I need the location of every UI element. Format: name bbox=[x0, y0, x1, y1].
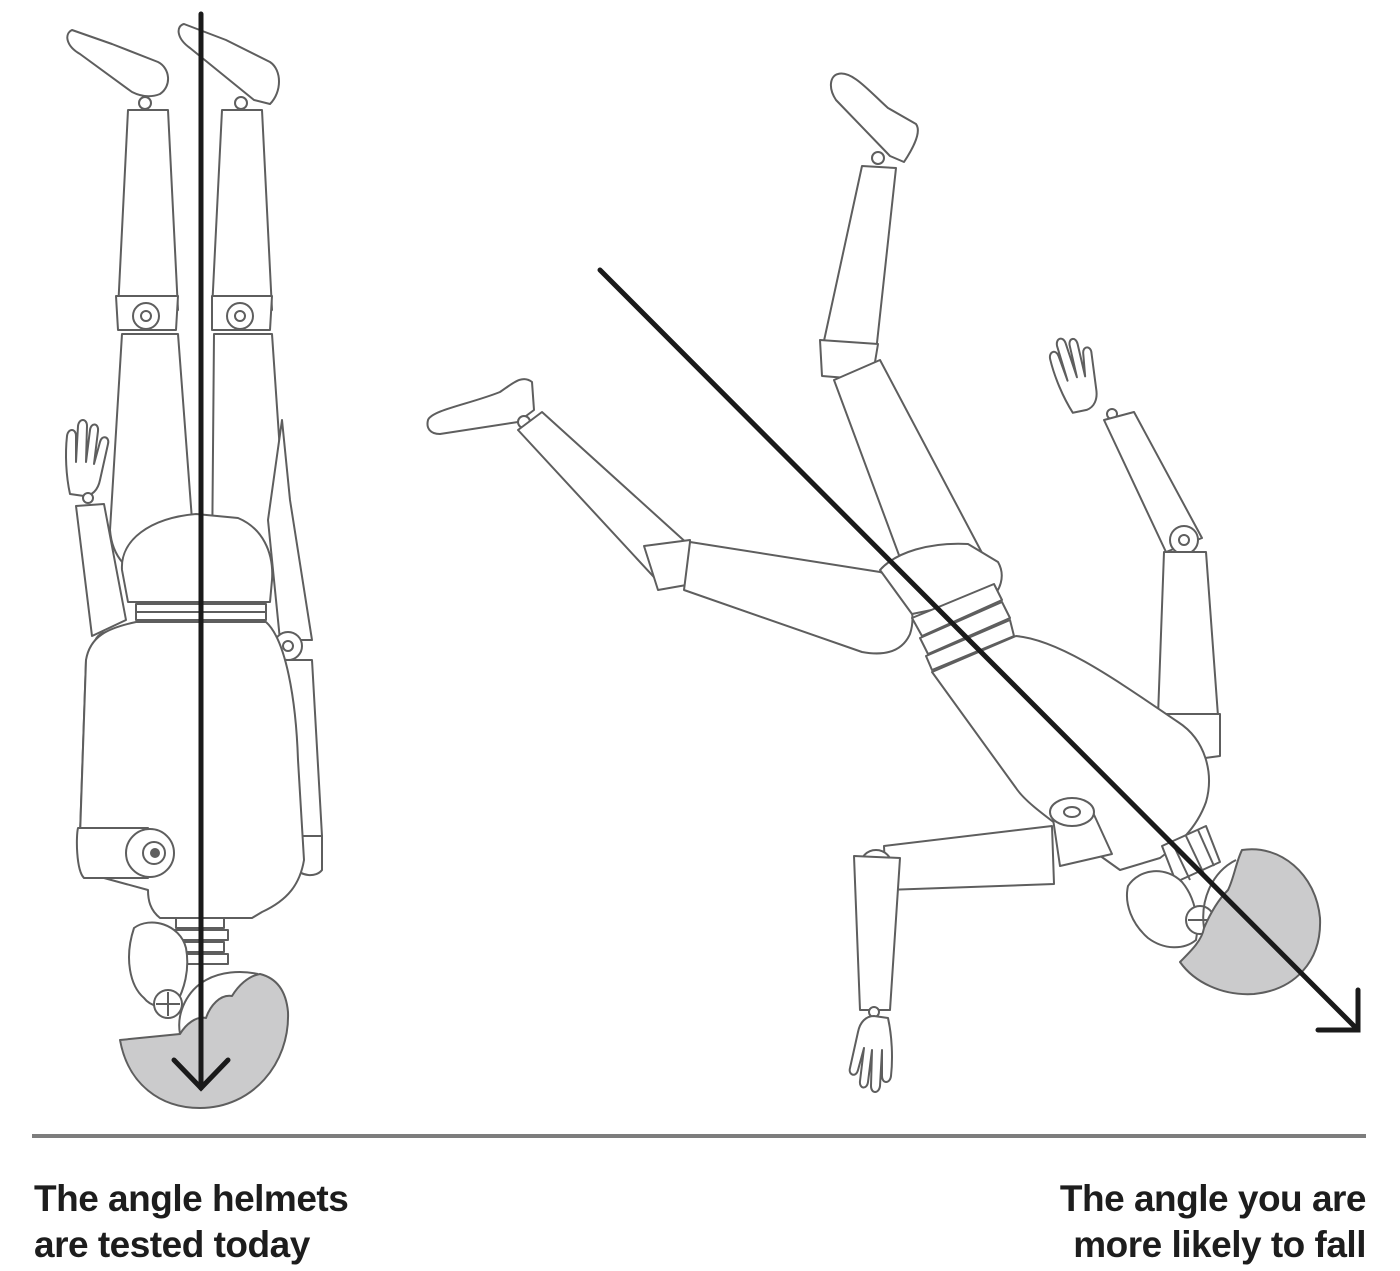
helmet-angle-diagram bbox=[65, 11, 1361, 1109]
caption-right-line2: more likely to fall bbox=[1073, 1224, 1366, 1265]
left-dummy-figure bbox=[65, 23, 323, 1109]
caption-left-line2: are tested today bbox=[34, 1224, 310, 1265]
caption-left-line1: The angle helmets bbox=[34, 1178, 349, 1219]
caption-right-line1: The angle you are bbox=[1059, 1178, 1367, 1219]
left-shin-a bbox=[117, 109, 179, 311]
left-impact-arrow bbox=[171, 11, 231, 1092]
left-helmet bbox=[119, 973, 290, 1109]
left-forearm bbox=[75, 503, 127, 637]
right-dummy-figure bbox=[426, 72, 1322, 1093]
left-pelvis bbox=[120, 513, 274, 603]
caption-fall-angle: The angle you are more likely to fall bbox=[1059, 1176, 1367, 1268]
left-foot-a bbox=[66, 29, 169, 98]
right-impact-arrow bbox=[597, 267, 1361, 1033]
caption-tested-angle: The angle helmets are tested today bbox=[34, 1176, 349, 1268]
ground-line bbox=[32, 1134, 1366, 1138]
left-shin-b bbox=[211, 109, 273, 311]
left-foot-b bbox=[177, 23, 280, 105]
